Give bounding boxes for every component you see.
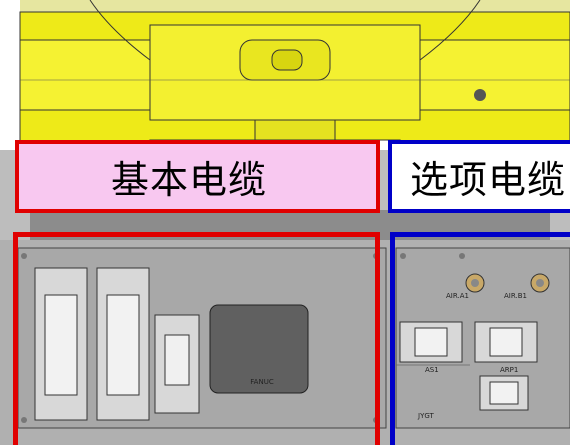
arp1-label: ARP1: [500, 366, 518, 374]
robot-body: [19, 0, 570, 151]
optional-cable-label: 选项电缆: [410, 158, 567, 202]
optional-cable-label-box: 选项电缆: [388, 140, 570, 213]
basic-cable-label: 基本电缆: [111, 158, 268, 202]
as1-label: AS1: [425, 366, 439, 374]
fanuc-label: FANUC: [250, 378, 274, 386]
air-a1-label: AIR.A1: [446, 292, 469, 300]
optional-connector-panel: AIR.A1 AIR.B1 AS1 ARP1 JYGT: [395, 247, 570, 429]
air-b1-label: AIR.B1: [504, 292, 527, 300]
basic-cable-label-box: 基本电缆: [15, 140, 380, 213]
basic-connector-panel: FANUC: [17, 247, 387, 429]
jygt-label: JYGT: [417, 412, 435, 420]
